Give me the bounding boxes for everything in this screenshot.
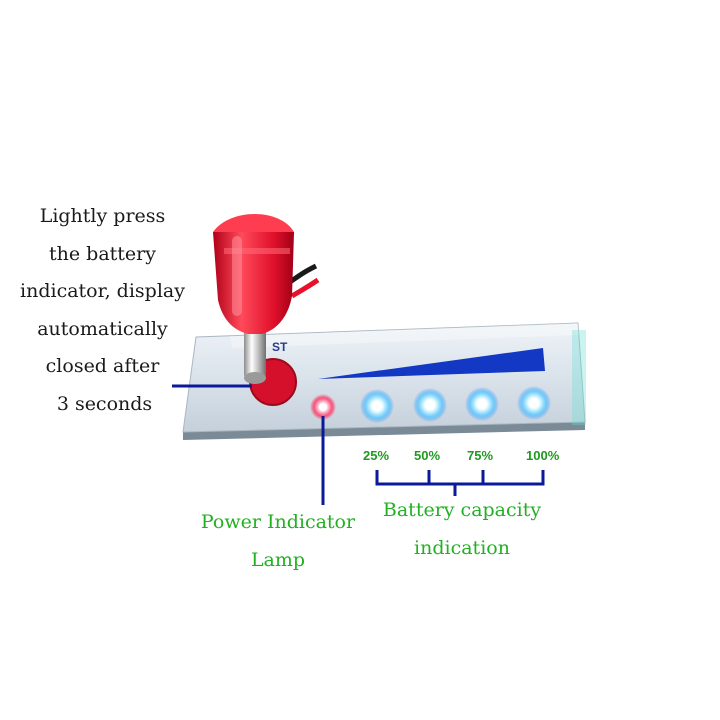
probe-sleeve-top bbox=[213, 214, 294, 232]
capacity-led-2 bbox=[413, 388, 447, 422]
probe-sleeve-band bbox=[224, 248, 290, 254]
press-note-label: Lightly press the battery indicator, dis… bbox=[0, 198, 205, 424]
probe-wire-red bbox=[290, 277, 320, 299]
power-led bbox=[310, 394, 336, 420]
press-note-line-4: automatically bbox=[37, 317, 168, 340]
press-note-line-5: closed after bbox=[45, 355, 160, 378]
callout-lines bbox=[172, 384, 545, 505]
press-note-line-1: Lightly press bbox=[39, 205, 166, 227]
capacity-line-2: indication bbox=[414, 536, 510, 559]
power-indicator-line-2: Lamp bbox=[250, 548, 306, 571]
capacity-led-4 bbox=[517, 386, 551, 420]
power-led-core bbox=[319, 403, 327, 411]
board-edge bbox=[183, 422, 585, 440]
probe-tip-end bbox=[244, 372, 266, 384]
power-indicator-label: Power Indicator Lamp bbox=[178, 504, 378, 579]
level-wedge bbox=[318, 348, 545, 379]
press-note-line-6: 3 seconds bbox=[56, 392, 153, 415]
indicator-board bbox=[182, 322, 586, 440]
level-label-50: 50% bbox=[414, 448, 440, 463]
capacity-leds bbox=[360, 386, 551, 423]
test-probe bbox=[213, 214, 320, 384]
capacity-bracket bbox=[375, 470, 545, 486]
level-label-25: 25% bbox=[363, 448, 389, 463]
power-indicator-line-1: Power Indicator bbox=[200, 511, 356, 533]
press-note-line-2: the battery bbox=[49, 242, 156, 265]
board-highlight bbox=[230, 323, 579, 348]
probe-metal-tip bbox=[244, 322, 266, 380]
level-label-75: 75% bbox=[467, 448, 493, 463]
probe-red-sleeve bbox=[213, 232, 294, 334]
press-note-line-3: indicator, display bbox=[20, 280, 185, 303]
level-label-100: 100% bbox=[526, 448, 560, 463]
board-side-glow bbox=[572, 330, 586, 425]
capacity-led-1 bbox=[360, 389, 394, 423]
button-text: ST bbox=[272, 340, 288, 354]
capacity-indication-label: Battery capacity indication bbox=[362, 492, 562, 567]
capacity-level-labels: 25% 50% 75% 100% bbox=[363, 448, 560, 463]
probe-wire-black bbox=[288, 263, 318, 285]
capacity-line-1: Battery capacity bbox=[382, 499, 542, 521]
capacity-led-3 bbox=[465, 387, 499, 421]
probe-sleeve-shine bbox=[232, 236, 242, 316]
